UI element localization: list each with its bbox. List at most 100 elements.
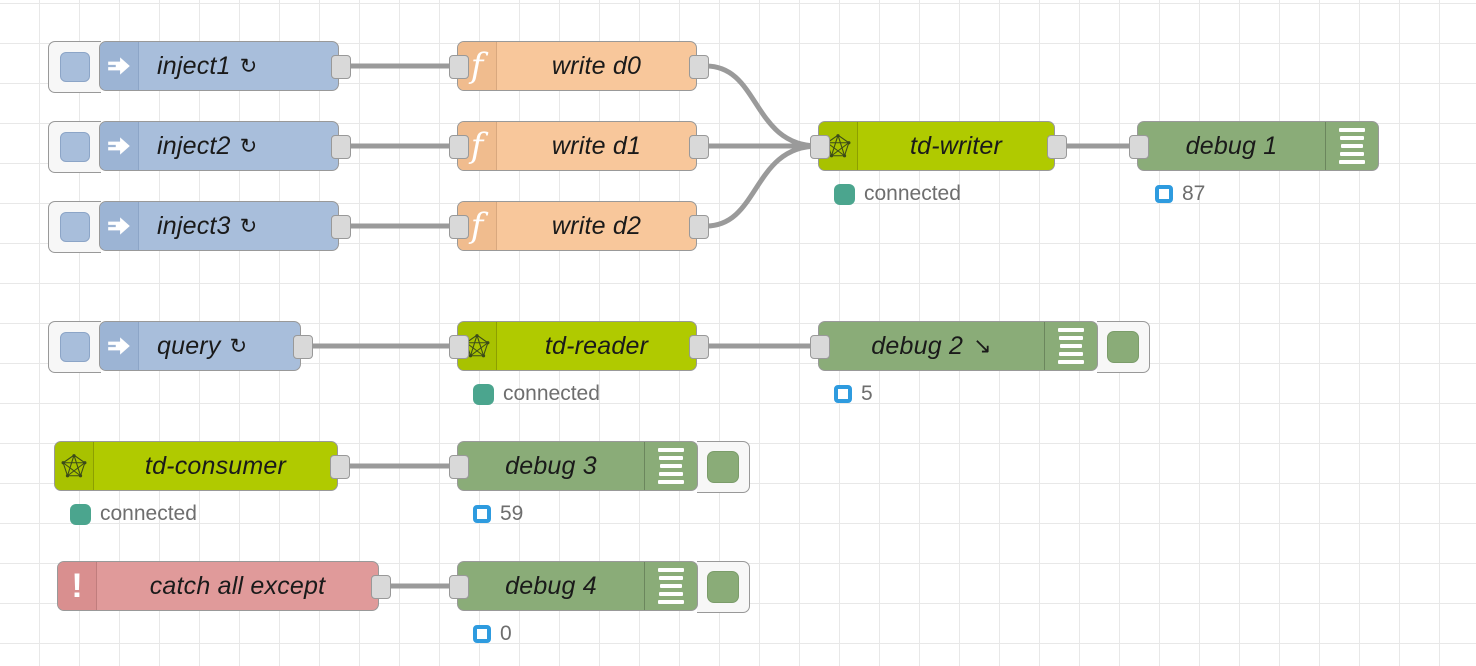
node-write-d0-label: write d0 xyxy=(551,51,642,80)
node-inject1-label: inject1 ↻ xyxy=(139,42,338,90)
debug-count-icon xyxy=(834,385,852,403)
node-debug-1-label: debug 1 xyxy=(1185,131,1278,160)
node-debug-3[interactable]: debug 3 xyxy=(457,441,698,491)
port-in-write-d0[interactable] xyxy=(449,55,469,79)
status-td-writer: connected xyxy=(834,182,961,206)
port-out-inject2[interactable] xyxy=(331,135,351,159)
status-td-consumer-text: connected xyxy=(100,502,197,525)
port-out-td-writer[interactable] xyxy=(1047,135,1067,159)
port-out-query[interactable] xyxy=(293,335,313,359)
port-in-write-d1[interactable] xyxy=(449,135,469,159)
port-in-debug-3[interactable] xyxy=(449,455,469,479)
debug-list-bars xyxy=(1339,128,1365,164)
port-out-td-reader[interactable] xyxy=(689,335,709,359)
status-td-reader: connected xyxy=(473,382,600,406)
port-out-write-d0[interactable] xyxy=(689,55,709,79)
status-dot-connected xyxy=(70,503,91,525)
node-debug-1[interactable]: debug 1 xyxy=(1137,121,1379,171)
port-out-write-d1[interactable] xyxy=(689,135,709,159)
node-inject2[interactable]: inject2 ↻ xyxy=(99,121,339,171)
repeat-icon: ↻ xyxy=(239,134,258,158)
port-in-debug-1[interactable] xyxy=(1129,135,1149,159)
inject-trigger-square xyxy=(60,52,90,82)
debug-list-icon[interactable] xyxy=(1325,122,1378,170)
inject-arrow-icon xyxy=(100,202,139,250)
node-td-consumer[interactable]: td-consumer xyxy=(54,441,338,491)
repeat-icon: ↻ xyxy=(229,334,248,358)
port-in-td-writer[interactable] xyxy=(810,135,830,159)
node-inject2-label: inject2 ↻ xyxy=(139,122,338,170)
debug-4-enable-toggle[interactable] xyxy=(697,561,750,613)
port-out-inject1[interactable] xyxy=(331,55,351,79)
debug-count-icon xyxy=(473,625,491,643)
node-inject3-label: inject3 ↻ xyxy=(139,202,338,250)
inject1-text: inject1 xyxy=(157,51,231,80)
debug-2-text: debug 2 xyxy=(871,331,964,360)
inject-arrow-icon xyxy=(100,42,139,90)
node-td-reader[interactable]: td-reader xyxy=(457,321,697,371)
port-in-debug-4[interactable] xyxy=(449,575,469,599)
status-dot-connected xyxy=(834,183,855,205)
wire-writed0-tdwriter xyxy=(703,63,821,149)
debug-toggle-square xyxy=(707,571,739,603)
node-inject3[interactable]: inject3 ↻ xyxy=(99,201,339,251)
inject-trigger-square xyxy=(60,332,90,362)
debug-list-bars xyxy=(658,448,684,484)
debug-2-enable-toggle[interactable] xyxy=(1097,321,1150,373)
debug-list-icon[interactable] xyxy=(644,562,697,610)
status-dot-connected xyxy=(473,383,494,405)
node-inject1[interactable]: inject1 ↻ xyxy=(99,41,339,91)
status-td-reader-text: connected xyxy=(503,382,600,405)
inject3-trigger-button[interactable] xyxy=(48,201,101,253)
port-out-td-consumer[interactable] xyxy=(330,455,350,479)
inject2-text: inject2 xyxy=(157,131,231,160)
inject2-trigger-button[interactable] xyxy=(48,121,101,173)
status-debug-1: 87 xyxy=(1155,182,1205,206)
status-debug-4: 0 xyxy=(473,622,512,646)
node-write-d2[interactable]: f write d2 xyxy=(457,201,697,251)
node-catch-all-except-label: catch all except xyxy=(149,571,326,600)
node-debug-4[interactable]: debug 4 xyxy=(457,561,698,611)
port-in-debug-2[interactable] xyxy=(810,335,830,359)
repeat-icon: ↻ xyxy=(239,214,258,238)
port-out-catch-all-except[interactable] xyxy=(371,575,391,599)
function-f-glyph: f xyxy=(470,126,484,166)
debug-list-icon[interactable] xyxy=(644,442,697,490)
debug-toggle-square xyxy=(707,451,739,483)
inject-trigger-square xyxy=(60,212,90,242)
port-in-write-d2[interactable] xyxy=(449,215,469,239)
catch-bang-glyph: ! xyxy=(71,567,83,605)
inject1-trigger-button[interactable] xyxy=(48,41,101,93)
function-f-glyph: f xyxy=(470,46,484,86)
function-icon: f xyxy=(458,202,497,250)
port-out-inject3[interactable] xyxy=(331,215,351,239)
status-debug-3: 59 xyxy=(473,502,523,526)
status-debug-4-count: 0 xyxy=(500,622,512,645)
node-query[interactable]: query ↻ xyxy=(99,321,301,371)
port-out-write-d2[interactable] xyxy=(689,215,709,239)
node-td-writer[interactable]: td-writer xyxy=(818,121,1055,171)
debug-count-icon xyxy=(1155,185,1173,203)
node-write-d1[interactable]: f write d1 xyxy=(457,121,697,171)
status-debug-2-count: 5 xyxy=(861,382,873,405)
node-debug-4-label: debug 4 xyxy=(505,571,597,600)
status-debug-3-count: 59 xyxy=(500,502,524,525)
status-debug-1-count: 87 xyxy=(1182,182,1206,205)
status-td-consumer: connected xyxy=(70,502,197,526)
inject-arrow-icon xyxy=(100,122,139,170)
status-td-writer-text: connected xyxy=(864,182,961,205)
node-td-consumer-label: td-consumer xyxy=(144,451,287,480)
debug-3-enable-toggle[interactable] xyxy=(697,441,750,493)
node-write-d0[interactable]: f write d0 xyxy=(457,41,697,91)
port-in-td-reader[interactable] xyxy=(449,335,469,359)
inject-arrow-icon xyxy=(100,322,139,370)
node-debug-3-label: debug 3 xyxy=(505,451,597,480)
node-catch-all-except[interactable]: ! catch all except xyxy=(57,561,379,611)
node-td-reader-label: td-reader xyxy=(544,331,649,360)
thingsdb-star-icon xyxy=(55,442,94,490)
query-text: query xyxy=(157,331,221,360)
debug-list-icon[interactable] xyxy=(1044,322,1097,370)
node-debug-2[interactable]: debug 2 ↘ xyxy=(818,321,1098,371)
query-trigger-button[interactable] xyxy=(48,321,101,373)
